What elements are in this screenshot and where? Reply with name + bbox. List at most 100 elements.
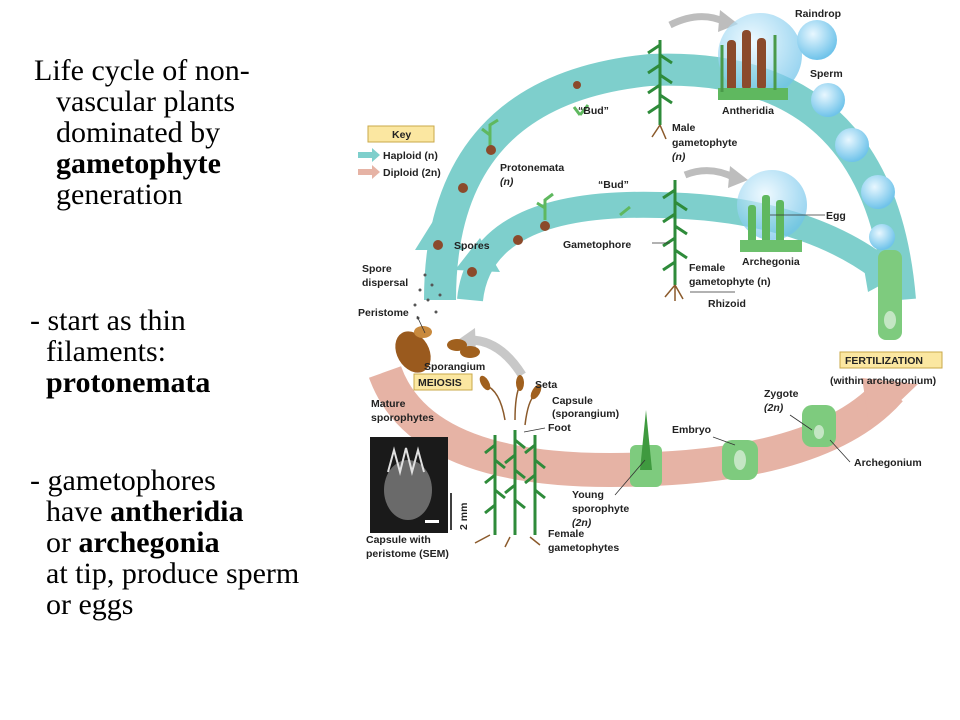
label-foot: Foot [548, 422, 571, 434]
label-female-gametophytes: gametophytes [548, 542, 619, 554]
sperm-drop-icon [811, 83, 845, 117]
label-spore-dispersal: dispersal [362, 277, 408, 289]
label-protonemata: Protonemata [500, 162, 564, 174]
scale-bar-label: 2 mm [458, 503, 470, 530]
grey-arrow-sporangium [469, 335, 526, 378]
label-gametophore: Gametophore [563, 239, 631, 251]
capsule-sem-image [370, 437, 448, 533]
key-diploid-label: Diploid (2n) [383, 167, 441, 179]
label-spores: Spores [454, 240, 490, 252]
label-zygote: Zygote [764, 388, 799, 400]
sperm-drop-icon [869, 224, 895, 250]
title-line-1: Life cycle of non- [34, 54, 250, 87]
key-title: Key [392, 129, 411, 141]
title-line-5: generation [56, 178, 183, 211]
label-mature-sporophytes: sporophytes [371, 412, 434, 424]
sperm-drop-icon [861, 175, 895, 209]
bullet1-emphasis: protonemata [46, 366, 211, 399]
label-peristome: Peristome [358, 307, 409, 319]
bullet2-line-2: have antheridia [30, 496, 299, 527]
bullet2-line-4: at tip, produce sperm [46, 557, 300, 590]
label-sporangium: Sporangium [424, 361, 485, 373]
label-raindrop: Raindrop [795, 8, 841, 20]
embryo-icon [722, 440, 758, 480]
spore-dots [433, 81, 581, 277]
raindrop-icon [797, 20, 837, 60]
label-male-gametophyte: (n) [672, 151, 686, 163]
label-bud-mid: “Bud” [598, 179, 629, 191]
label-bud-top: “Bud” [578, 105, 609, 117]
moss-life-cycle-diagram: Key Haploid (n) Diploid (2n) [358, 8, 943, 560]
slide-title: Life cycle of non- vascular plants domin… [34, 55, 250, 210]
title-line-2: vascular plants [56, 85, 236, 118]
haploid-arrowhead-left [415, 210, 465, 250]
label-rhizoid: Rhizoid [708, 298, 746, 310]
bullet2-line-5: or eggs [46, 588, 134, 621]
fertilization-label: FERTILIZATION [845, 355, 923, 367]
label-female-gametophyte: gametophyte (n) [689, 276, 771, 288]
fertilization-box [839, 351, 943, 369]
label-capsule-sem: peristome (SEM) [366, 548, 449, 560]
label-young-sporophyte: sporophyte [572, 503, 629, 515]
mature-sporophytes-icon [479, 375, 542, 426]
bullet1-line-3: protonemata [30, 367, 210, 398]
grey-arrow-top [668, 13, 727, 29]
label-archegonium: Archegonium [854, 457, 922, 469]
title-emphasis: gametophyte [56, 147, 221, 180]
rhizoids-bottom [474, 534, 541, 548]
peristome-capsule-icon [395, 326, 432, 373]
archegonia-bubble [737, 170, 807, 240]
bullet2-text: or [46, 526, 79, 559]
grey-arrow-mid [683, 167, 737, 182]
bullet2-antheridia: antheridia [110, 495, 244, 528]
sperm-drop-icon [835, 128, 869, 162]
label-capsule-sem: Capsule with [366, 534, 431, 546]
label-protonemata: (n) [500, 176, 514, 188]
bullet2-text: have [46, 495, 111, 528]
label-capsule: (sporangium) [552, 408, 619, 420]
meiosis-box [413, 373, 473, 391]
label-male-gametophyte: Male [672, 122, 696, 134]
bullet-protonemata: - start as thin filaments: protonemata [30, 305, 210, 398]
archegonia-icon [740, 195, 802, 252]
label-egg: Egg [826, 210, 846, 222]
bullet1-line-2: filaments: [46, 335, 166, 368]
label-zygote: (2n) [764, 402, 784, 414]
label-young-sporophyte: (2n) [572, 517, 592, 529]
antheridia-icon [718, 30, 788, 100]
bullet2-line-3: or archegonia [30, 527, 299, 558]
label-young-sporophyte: Young [572, 489, 604, 501]
label-embryo: Embryo [672, 424, 711, 436]
haploid-inner-arc [457, 191, 888, 302]
key-diploid-arrow [358, 165, 380, 179]
label-within-archegonium: (within archegonium) [830, 375, 936, 387]
male-gametophyte-plant-icon [647, 40, 673, 140]
label-female-gametophyte: Female [689, 262, 725, 274]
young-sporophyte-icon [630, 410, 662, 487]
label-female-gametophytes: Female [548, 528, 584, 540]
bullet1-line-1: - start as thin [30, 304, 186, 337]
grey-arrowhead-top [718, 10, 738, 32]
meiosis-label: MEIOSIS [418, 377, 462, 389]
diploid-arc-arrowhead [862, 378, 918, 430]
zygote-archegonium-icon [802, 405, 836, 447]
bullet2-line-1: - gametophores [30, 464, 216, 497]
label-sperm: Sperm [810, 68, 843, 80]
grey-arrowhead-mid [728, 166, 748, 188]
title-line-3: dominated by [56, 116, 221, 149]
sporangium-capsules-icon [447, 339, 480, 358]
label-male-gametophyte: gametophyte [672, 137, 738, 149]
protonemata-icon [481, 104, 631, 220]
label-archegonia: Archegonia [742, 256, 800, 268]
key-haploid-label: Haploid (n) [383, 150, 438, 162]
key-box [367, 125, 435, 143]
label-mature-sporophytes: Mature [371, 398, 406, 410]
female-gametophyte-plant-icon [662, 180, 688, 301]
label-antheridia: Antheridia [722, 105, 774, 117]
haploid-arrowhead-inner [455, 238, 500, 272]
label-seta: Seta [535, 379, 557, 391]
leader-lines [416, 214, 851, 496]
key-haploid-arrow [358, 148, 380, 162]
label-capsule: Capsule [552, 395, 593, 407]
bullet-gametophores: - gametophores have antheridia or archeg… [30, 465, 299, 620]
